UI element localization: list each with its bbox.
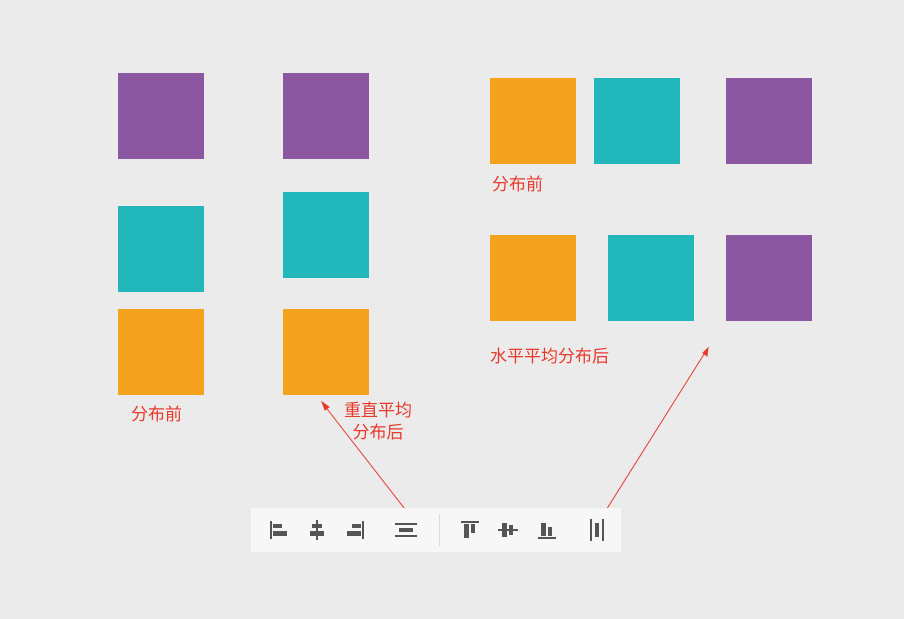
align-vertical-middle-button[interactable]: [494, 516, 522, 544]
right-after-teal-square: [608, 235, 694, 321]
align-left-icon: [270, 521, 287, 539]
left-after-purple-square: [283, 73, 369, 159]
align-top-button[interactable]: [456, 516, 484, 544]
distribute-vertically-button[interactable]: [392, 516, 420, 544]
right-after-orange-square: [490, 235, 576, 321]
left-after-orange-square: [283, 309, 369, 395]
align-bottom-button[interactable]: [533, 516, 561, 544]
align-right-icon: [347, 521, 364, 539]
left-before-teal-square: [118, 206, 204, 292]
right-after-label: 水平平均分布后: [490, 347, 609, 367]
left-after-label-line1: 重直平均: [344, 401, 412, 421]
right-before-label: 分布前: [492, 175, 543, 195]
align-bottom-icon: [538, 523, 556, 539]
align-horizontal-center-button[interactable]: [303, 516, 331, 544]
left-before-label: 分布前: [131, 405, 182, 425]
arrowhead-horizontal: [702, 346, 709, 357]
arrow-to-horizontal-result: [602, 350, 707, 516]
distribute-horizontally-icon: [590, 519, 604, 541]
align-left-button[interactable]: [265, 516, 293, 544]
align-top-icon: [461, 521, 479, 538]
left-before-purple-square: [118, 73, 204, 159]
left-after-label: 重直平均 分布后: [338, 400, 418, 444]
align-right-button[interactable]: [341, 516, 369, 544]
left-before-orange-square: [118, 309, 204, 395]
toolbar-separator: [439, 514, 440, 546]
distribute-vertically-icon: [395, 523, 417, 537]
left-after-teal-square: [283, 192, 369, 278]
distribute-horizontally-button[interactable]: [583, 516, 611, 544]
align-horizontal-center-icon: [310, 520, 324, 540]
arrowhead-vertical: [320, 400, 330, 411]
right-after-purple-square: [726, 235, 812, 321]
right-before-teal-square: [594, 78, 680, 164]
align-distribute-toolbar: [251, 508, 621, 552]
left-after-label-line2: 分布后: [352, 423, 404, 443]
align-vertical-middle-icon: [498, 523, 518, 537]
right-before-orange-square: [490, 78, 576, 164]
right-before-purple-square: [726, 78, 812, 164]
